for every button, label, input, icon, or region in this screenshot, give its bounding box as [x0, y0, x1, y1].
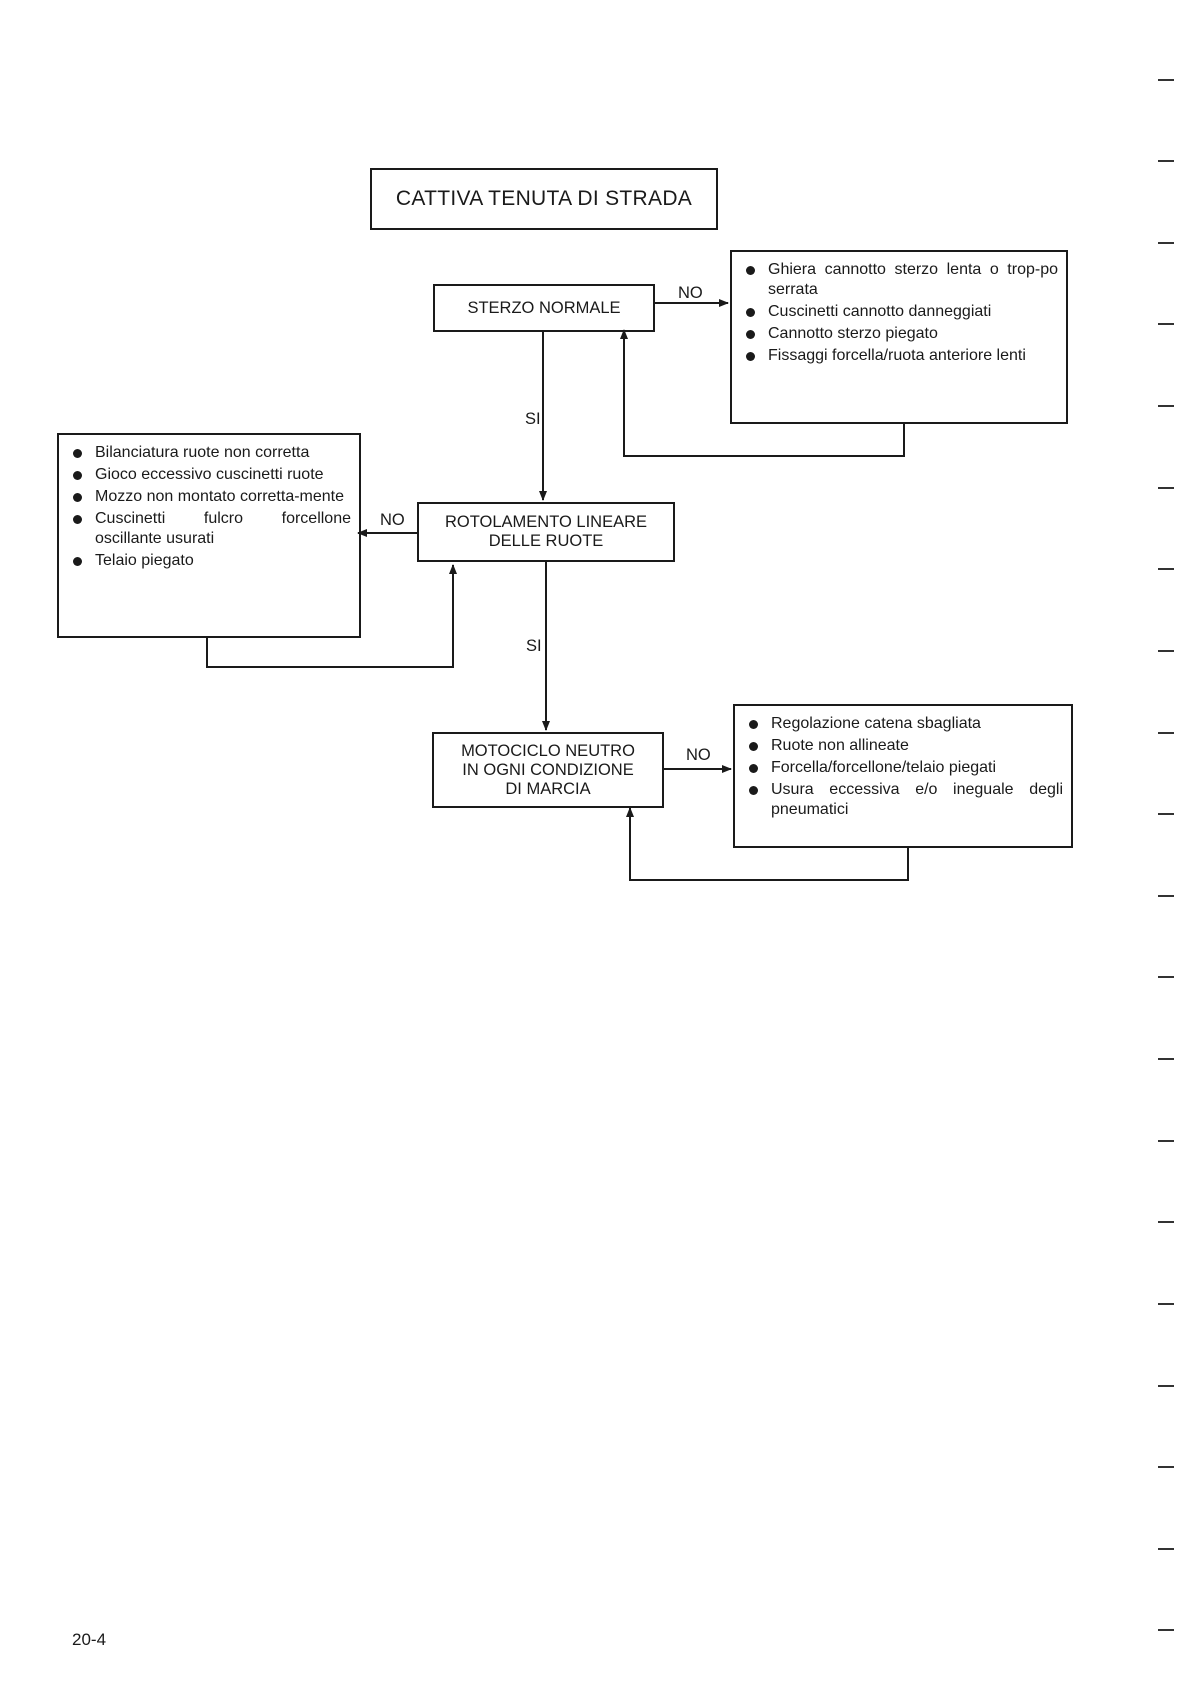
connector-return-1 [620, 329, 905, 457]
margin-tick [1158, 650, 1174, 652]
label-no-3: NO [686, 746, 711, 764]
flowchart-title: CATTIVA TENUTA DI STRADA [370, 168, 718, 230]
cause-item: Cannotto sterzo piegato [744, 324, 1058, 344]
step-line: DELLE RUOTE [488, 532, 604, 550]
margin-tick [1158, 1221, 1174, 1223]
margin-tick [1158, 1140, 1174, 1142]
label-si-1: SI [525, 410, 541, 428]
step-sterzo-normale: STERZO NORMALE [433, 284, 655, 332]
connector-return-3 [626, 807, 909, 881]
page-number: 20-4 [72, 1630, 107, 1649]
step-motociclo-neutro: MOTOCICLO NEUTRO IN OGNI CONDIZIONE DI M… [432, 732, 664, 808]
margin-tick [1158, 405, 1174, 407]
margin-tick [1158, 813, 1174, 815]
connector-return-2 [206, 564, 457, 668]
margin-tick [1158, 487, 1174, 489]
margin-tick [1158, 1385, 1174, 1387]
cause-item: Gioco eccessivo cuscinetti ruote [71, 465, 351, 485]
causes-box-sterzo: Ghiera cannotto sterzo lenta o trop-po s… [730, 250, 1068, 424]
label-si-2: SI [526, 637, 542, 655]
margin-tick [1158, 323, 1174, 325]
cause-item: Regolazione catena sbagliata [747, 714, 1063, 734]
margin-tick [1158, 1629, 1174, 1631]
margin-tick [1158, 1058, 1174, 1060]
margin-tick [1158, 79, 1174, 81]
causes-list: Ghiera cannotto sterzo lenta o trop-po s… [744, 260, 1058, 366]
cause-item: Fissaggi forcella/ruota anteriore lenti [744, 346, 1058, 366]
margin-tick [1158, 1548, 1174, 1550]
margin-tick [1158, 160, 1174, 162]
margin-tick [1158, 895, 1174, 897]
cause-item: Cuscinetti cannotto danneggiati [744, 302, 1058, 322]
margin-tick [1158, 1303, 1174, 1305]
margin-tick [1158, 568, 1174, 570]
label-no-1: NO [678, 284, 703, 302]
step-rotolamento-lineare: ROTOLAMENTO LINEARE DELLE RUOTE [417, 502, 675, 562]
margin-tick [1158, 242, 1174, 244]
causes-list: Regolazione catena sbagliata Ruote non a… [747, 714, 1063, 820]
cause-item: Ruote non allineate [747, 736, 1063, 756]
causes-list: Bilanciatura ruote non corretta Gioco ec… [71, 443, 351, 571]
margin-tick [1158, 1466, 1174, 1468]
step-line: MOTOCICLO NEUTRO [461, 741, 635, 760]
causes-box-rotolamento: Bilanciatura ruote non corretta Gioco ec… [57, 433, 361, 638]
step-line: ROTOLAMENTO LINEARE [444, 513, 648, 531]
label-no-2: NO [380, 511, 405, 529]
margin-tick [1158, 732, 1174, 734]
cause-item: Bilanciatura ruote non corretta [71, 443, 351, 463]
cause-item: Ghiera cannotto sterzo lenta o trop-po s… [744, 260, 1058, 300]
cause-item: Forcella/forcellone/telaio piegati [747, 758, 1063, 778]
margin-tick [1158, 976, 1174, 978]
cause-item: Mozzo non montato corretta-mente [71, 487, 351, 507]
cause-item: Cuscinetti fulcro forcellone oscillante … [71, 509, 351, 549]
causes-box-motociclo: Regolazione catena sbagliata Ruote non a… [733, 704, 1073, 848]
step-line: STERZO NORMALE [467, 298, 621, 317]
step-line: DI MARCIA [505, 779, 591, 798]
step-line: IN OGNI CONDIZIONE [462, 760, 634, 779]
cause-item: Usura eccessiva e/o ineguale degli pneum… [747, 780, 1063, 820]
cause-item: Telaio piegato [71, 551, 351, 571]
